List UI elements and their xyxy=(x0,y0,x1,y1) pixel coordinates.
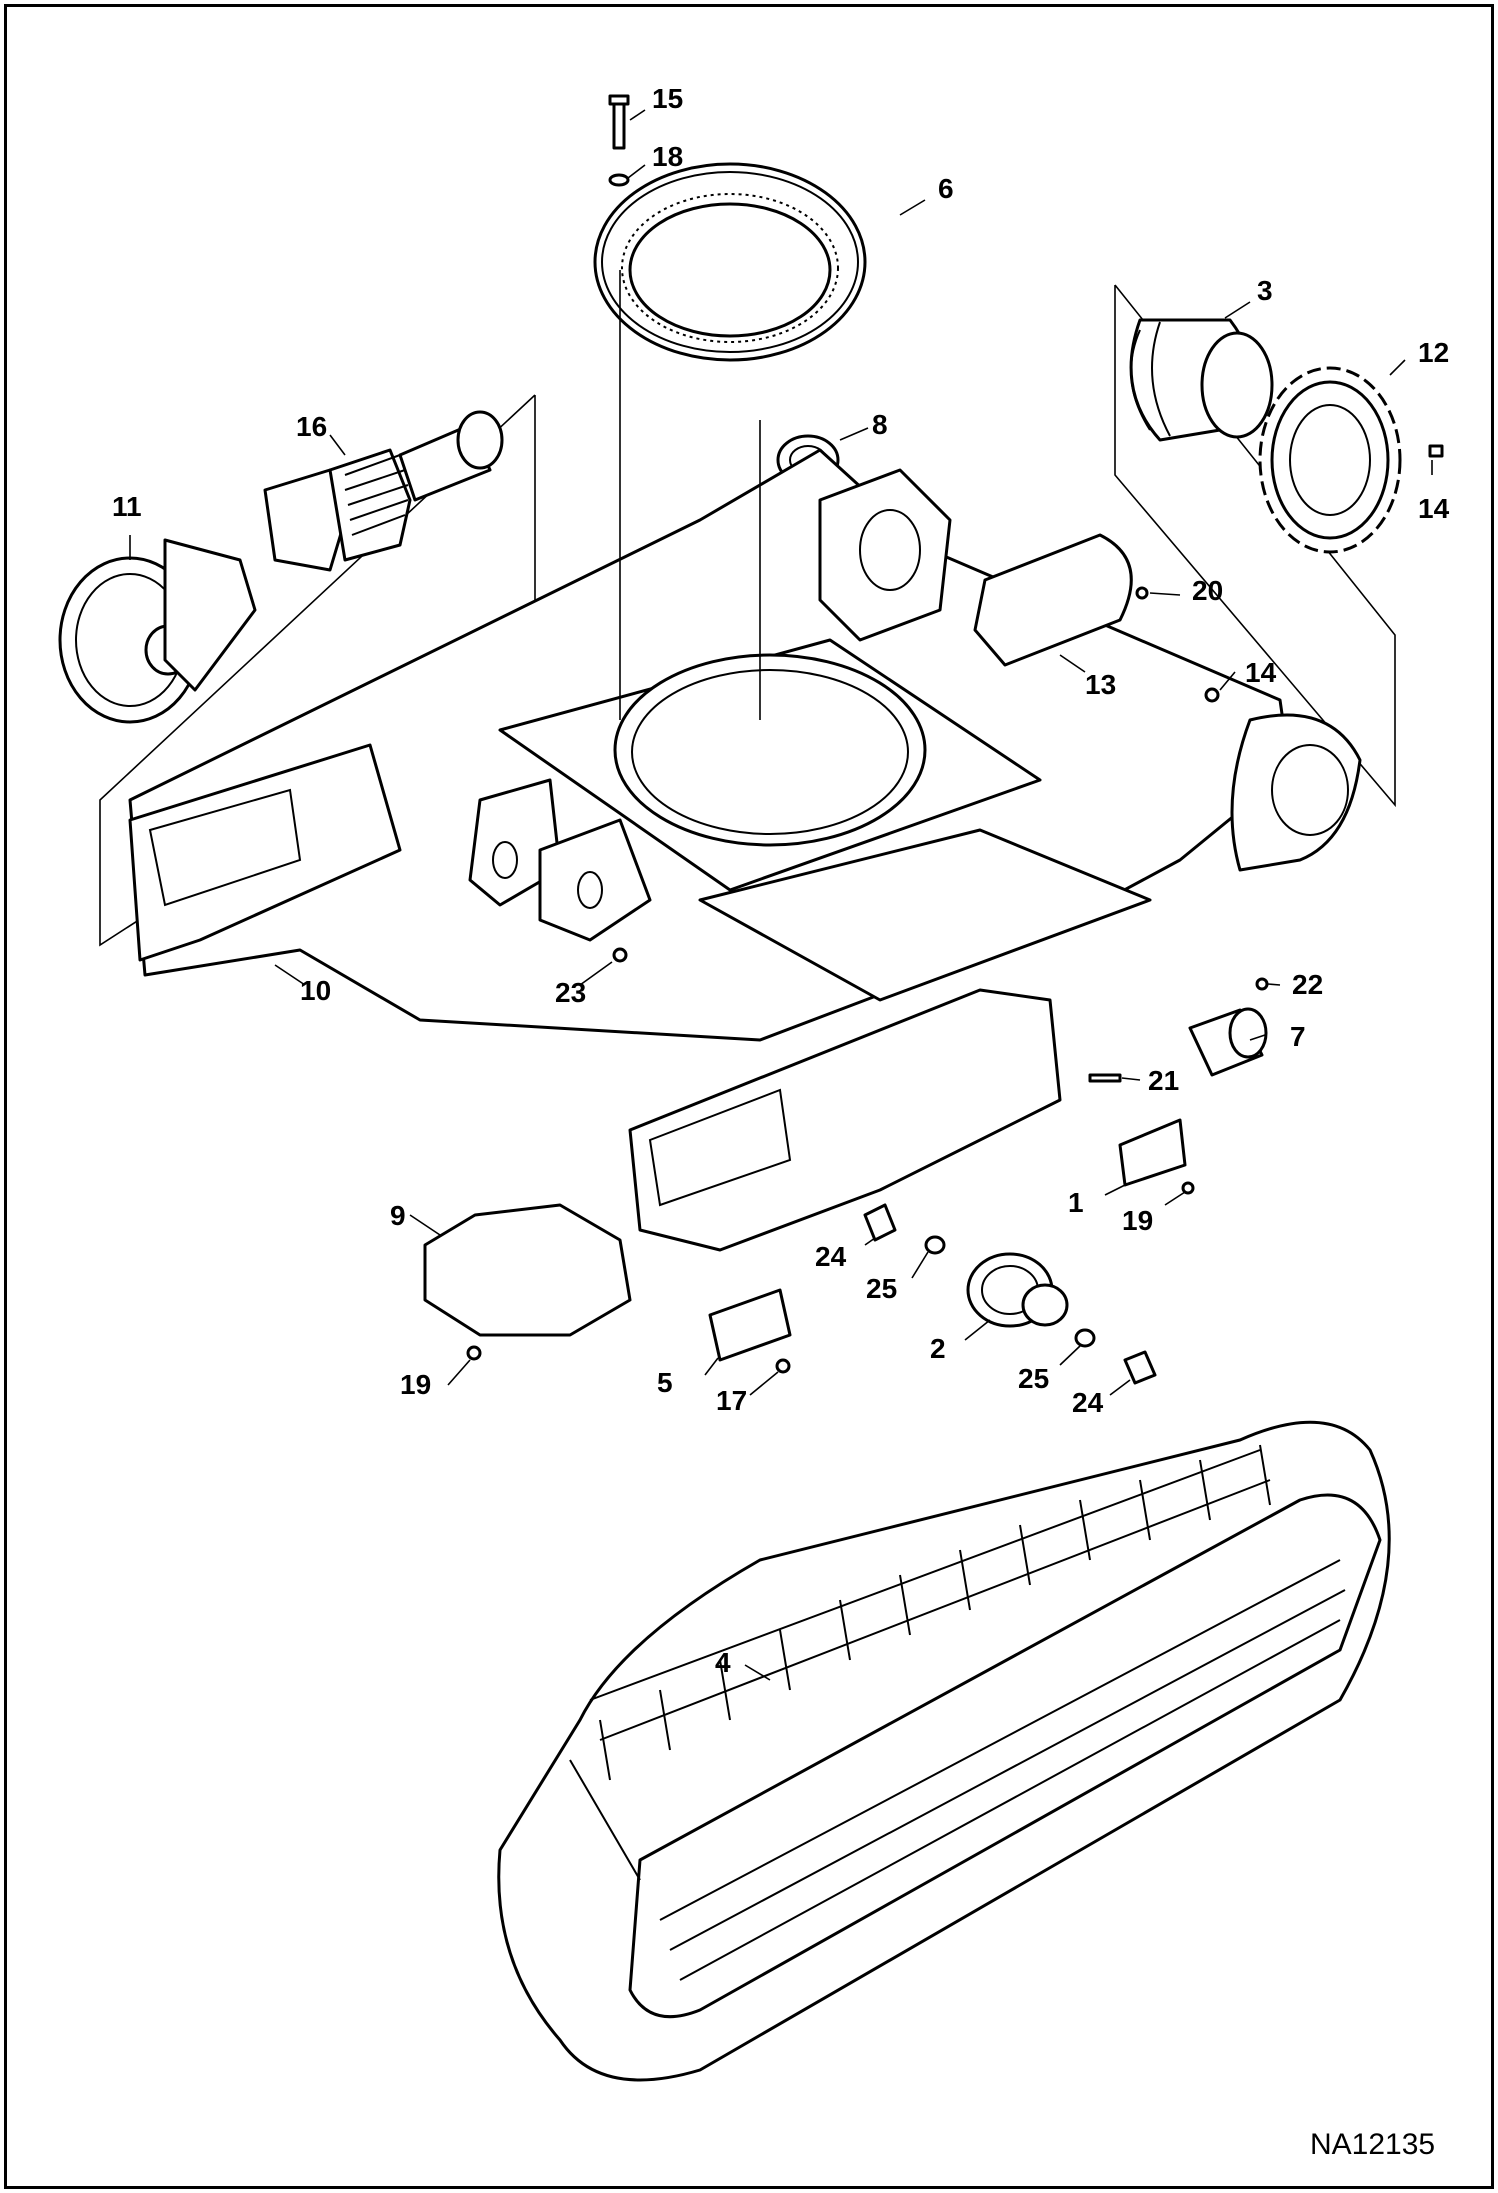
callout-21: 21 xyxy=(1148,1065,1179,1096)
leader-lines xyxy=(129,109,1433,1681)
callout-24-left: 24 xyxy=(815,1241,847,1272)
callout-17: 17 xyxy=(716,1385,747,1416)
callout-9: 9 xyxy=(390,1200,406,1231)
small-fasteners xyxy=(466,586,1269,1374)
callout-2: 2 xyxy=(930,1333,946,1364)
callout-15: 15 xyxy=(652,83,683,114)
drive-sprocket xyxy=(1258,366,1402,554)
callout-25-left: 25 xyxy=(866,1273,897,1304)
callouts: 15 18 6 3 12 8 16 11 14 20 13 14 10 23 2… xyxy=(112,83,1450,1678)
callout-20: 20 xyxy=(1192,575,1223,606)
undercarriage-frame xyxy=(128,448,1362,1252)
callout-16: 16 xyxy=(296,411,327,442)
callout-12: 12 xyxy=(1418,337,1449,368)
bolts-24 xyxy=(863,1203,1157,1385)
callout-19-right: 19 xyxy=(1122,1205,1153,1236)
callout-11: 11 xyxy=(112,491,142,522)
rubber-track xyxy=(497,1420,1391,2082)
callout-24-right: 24 xyxy=(1072,1387,1104,1418)
callout-5: 5 xyxy=(657,1367,673,1398)
callout-8: 8 xyxy=(872,409,888,440)
swing-bearing-ring xyxy=(593,162,867,362)
plate-1 xyxy=(1118,1118,1187,1187)
bolt-15 xyxy=(608,94,630,150)
callout-10: 10 xyxy=(300,975,331,1006)
callout-1: 1 xyxy=(1068,1187,1084,1218)
washers-25 xyxy=(924,1235,1096,1348)
explode-box-idler xyxy=(99,394,536,947)
bolt-14-sprocket xyxy=(1428,444,1444,458)
plate-5 xyxy=(708,1288,792,1362)
callout-13: 13 xyxy=(1085,669,1116,700)
front-idler xyxy=(58,538,257,724)
callout-18: 18 xyxy=(652,141,683,172)
callout-3: 3 xyxy=(1257,275,1273,306)
carrier-roller-7 xyxy=(1188,1007,1268,1077)
callout-23: 23 xyxy=(555,977,586,1008)
track-roller-2 xyxy=(966,1252,1069,1328)
callout-22: 22 xyxy=(1292,969,1323,1000)
washer-18 xyxy=(608,173,630,187)
cover-plate-9 xyxy=(423,1203,632,1337)
diagram-frame xyxy=(4,4,1494,2189)
callout-6: 6 xyxy=(938,173,954,204)
callout-19-left: 19 xyxy=(400,1369,431,1400)
recoil-spring-assembly xyxy=(263,410,504,572)
callout-14-sprocket: 14 xyxy=(1418,493,1450,524)
callout-14-frame: 14 xyxy=(1245,657,1277,688)
travel-motor xyxy=(1129,318,1274,442)
callout-7: 7 xyxy=(1290,1021,1306,1052)
callout-4: 4 xyxy=(715,1647,731,1678)
figure-id: NA12135 xyxy=(1310,2128,1435,2161)
callout-25-right: 25 xyxy=(1018,1363,1049,1394)
